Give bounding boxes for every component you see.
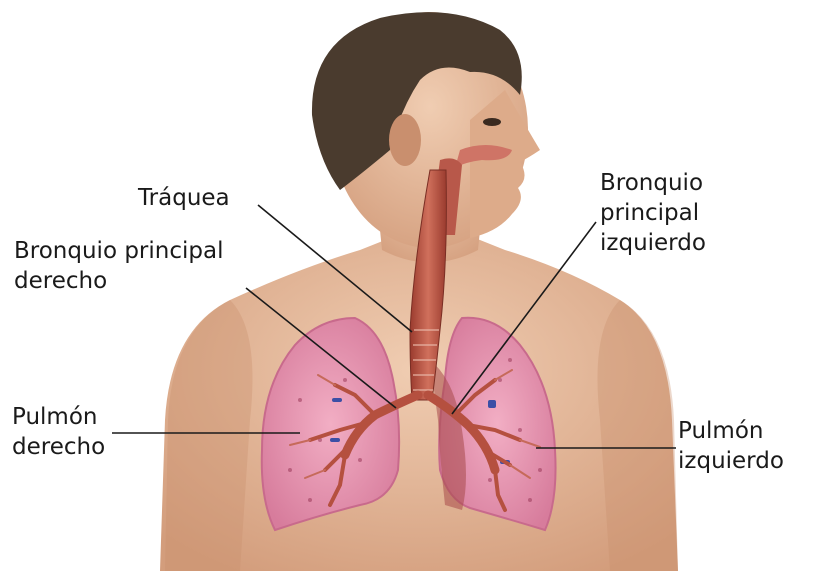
label-pulmon-derecho: Pulmón derecho	[12, 402, 105, 462]
label-traquea-line: Tráquea	[138, 183, 230, 213]
label-bpi-line-1: Bronquio	[600, 168, 706, 198]
label-traquea: Tráquea	[138, 183, 230, 213]
label-pi-line-2: izquierdo	[678, 446, 784, 476]
label-bpi-line-3: izquierdo	[600, 228, 706, 258]
label-pulmon-izquierdo: Pulmón izquierdo	[678, 416, 784, 476]
chest-shading	[165, 300, 253, 571]
label-bpd-line-2: derecho	[14, 266, 223, 296]
eye	[483, 118, 501, 126]
label-pi-line-1: Pulmón	[678, 416, 784, 446]
label-bpd-line-1: Bronquio principal	[14, 236, 223, 266]
ear	[389, 114, 421, 166]
label-bpi-line-2: principal	[600, 198, 706, 228]
label-pd-line-2: derecho	[12, 432, 105, 462]
label-bronquio-principal-derecho: Bronquio principal derecho	[14, 236, 223, 296]
label-pd-line-1: Pulmón	[12, 402, 105, 432]
face-profile	[470, 90, 540, 238]
label-bronquio-principal-izquierdo: Bronquio principal izquierdo	[600, 168, 706, 258]
